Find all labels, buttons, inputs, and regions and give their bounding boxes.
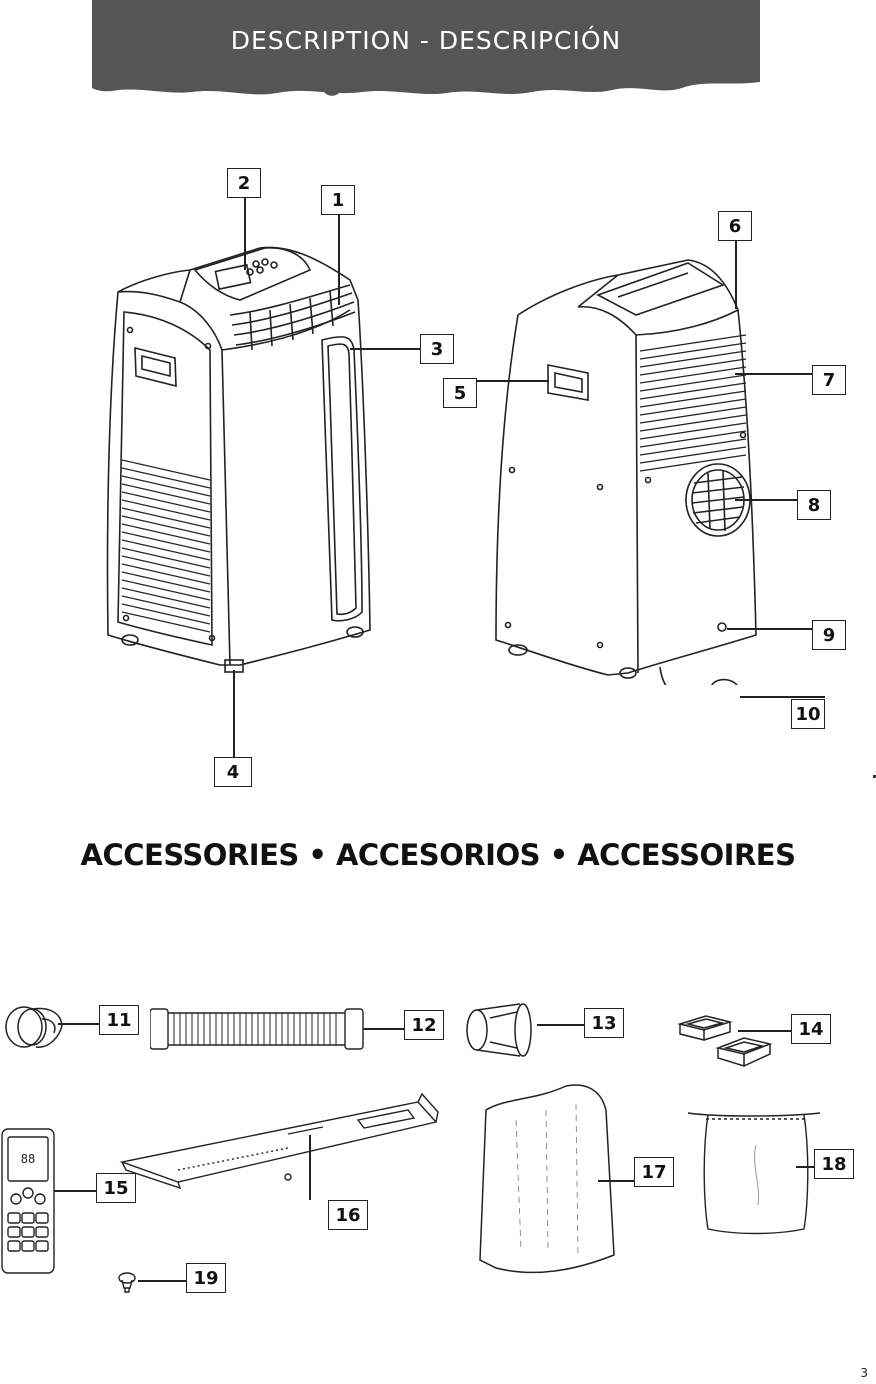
header-banner: DESCRIPTION - DESCRIPCIÓN xyxy=(92,0,760,100)
callout-8: 8 xyxy=(797,490,831,520)
callout-19: 19 xyxy=(186,1263,226,1293)
leader-line xyxy=(740,696,825,698)
callout-3: 3 xyxy=(420,334,454,364)
callout-6: 6 xyxy=(718,211,752,241)
banner-shape xyxy=(92,0,760,96)
leader-line xyxy=(738,1030,791,1032)
callout-15: 15 xyxy=(96,1173,136,1203)
exhaust-hose-figure xyxy=(150,1008,364,1050)
protective-cover-figure xyxy=(479,1084,615,1274)
leader-line xyxy=(727,628,812,630)
callout-5: 5 xyxy=(443,378,477,408)
leader-line xyxy=(363,1028,404,1030)
leader-line xyxy=(338,215,340,305)
window-kit-figure xyxy=(119,1092,439,1190)
callout-10: 10 xyxy=(791,699,825,729)
leader-line xyxy=(796,1166,814,1168)
callout-11: 11 xyxy=(99,1005,139,1035)
unit-back-view xyxy=(495,259,757,685)
page-title: DESCRIPTION - DESCRIPCIÓN xyxy=(230,26,622,55)
leader-line xyxy=(54,1190,96,1192)
leader-line xyxy=(477,380,549,382)
leader-line xyxy=(350,348,420,350)
remote-control-figure: 88 xyxy=(1,1128,55,1274)
leader-line xyxy=(598,1180,634,1182)
leader-line xyxy=(735,373,812,375)
foam-blocks-figure xyxy=(677,1015,773,1068)
callout-7: 7 xyxy=(812,365,846,395)
page-number: 3 xyxy=(860,1366,868,1380)
leader-line xyxy=(138,1280,186,1282)
callout-2: 2 xyxy=(227,168,261,198)
callout-16: 16 xyxy=(328,1200,368,1230)
callout-14: 14 xyxy=(791,1014,831,1044)
storage-bag-figure xyxy=(687,1112,821,1235)
screw-figure xyxy=(118,1272,136,1293)
accessories-title: ACCESSORIES • ACCESORIOS • ACCESSOIRES xyxy=(80,838,797,872)
callout-4: 4 xyxy=(214,757,252,787)
leader-line xyxy=(735,241,737,309)
leader-line xyxy=(233,670,235,757)
callout-18: 18 xyxy=(814,1149,854,1179)
hose-nozzle-figure xyxy=(466,1003,532,1057)
callout-17: 17 xyxy=(634,1157,674,1187)
leader-line xyxy=(58,1023,99,1025)
callout-12: 12 xyxy=(404,1010,444,1040)
callout-1: 1 xyxy=(321,185,355,215)
stray-mark xyxy=(873,775,876,778)
leader-line xyxy=(309,1135,311,1200)
callout-13: 13 xyxy=(584,1008,624,1038)
leader-line xyxy=(537,1024,584,1026)
remote-display-digits: 88 xyxy=(21,1152,35,1166)
unit-front-view xyxy=(106,246,371,673)
window-adaptor-figure xyxy=(5,1006,63,1048)
callout-9: 9 xyxy=(812,620,846,650)
leader-line xyxy=(735,499,797,501)
leader-line xyxy=(244,198,246,270)
